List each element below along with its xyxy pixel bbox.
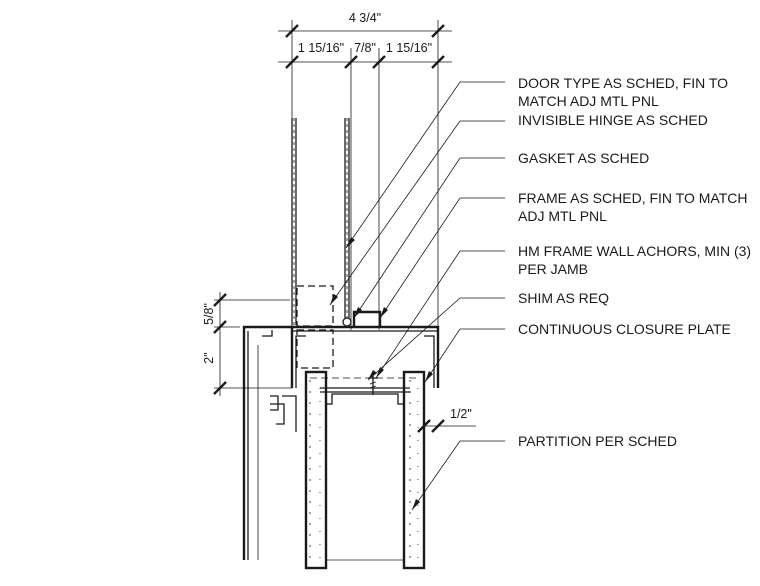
overall-dimension-text: 4 3/4" [349, 11, 381, 25]
gap-dimension: 1/2" [417, 407, 476, 433]
hm-frame [290, 310, 440, 395]
callout-closure-plate-line1: CONTINUOUS CLOSURE PLATE [518, 321, 731, 337]
callout-frame: FRAME AS SCHED, FIN TO MATCH ADJ MTL PNL [518, 190, 747, 224]
vertical-lower-text: 2" [202, 352, 216, 363]
callout-shim: SHIM AS REQ [518, 290, 609, 306]
leader-arrows [330, 237, 433, 510]
callout-door-type-line2: MATCH ADJ MTL PNL [518, 93, 659, 109]
callout-wall-anchors-line1: HM FRAME WALL ACHORS, MIN (3) [518, 243, 751, 259]
door-leaf [291, 118, 350, 325]
leader-lines [329, 81, 505, 511]
gap-dimension-text: 1/2" [450, 407, 472, 421]
callout-wall-anchors-line2: PER JAMB [518, 261, 588, 277]
callout-door-type: DOOR TYPE AS SCHED, FIN TO MATCH ADJ MTL… [518, 75, 728, 109]
callout-closure-plate: CONTINUOUS CLOSURE PLATE [518, 321, 731, 337]
callout-frame-line1: FRAME AS SCHED, FIN TO MATCH [518, 190, 747, 206]
segment-left-text: 1 15/16" [298, 41, 344, 55]
callout-partition-line1: PARTITION PER SCHED [518, 433, 677, 449]
callout-shim-line1: SHIM AS REQ [518, 290, 609, 306]
callout-gasket-line1: GASKET AS SCHED [518, 150, 649, 166]
callout-wall-anchors: HM FRAME WALL ACHORS, MIN (3) PER JAMB [518, 243, 751, 277]
segment-dimensions: 1 15/16" 7/8" 1 15/16" [278, 41, 452, 330]
vertical-upper-text: 5/8" [202, 303, 216, 325]
overall-dimension: 4 3/4" [278, 11, 452, 330]
callout-door-type-line1: DOOR TYPE AS SCHED, FIN TO [518, 75, 728, 91]
partition-right-panel [402, 370, 426, 570]
partition-left-panel [304, 370, 328, 570]
adjacent-metal-panel [242, 325, 297, 560]
callout-partition: PARTITION PER SCHED [518, 433, 677, 449]
callout-gasket: GASKET AS SCHED [518, 150, 649, 166]
vertical-dimensions: 5/8" 2" [202, 292, 292, 396]
partition-stud [326, 393, 404, 561]
segment-mid-text: 7/8" [354, 41, 376, 55]
segment-right-text: 1 15/16" [386, 41, 432, 55]
callout-invisible-hinge: INVISIBLE HINGE AS SCHED [518, 112, 708, 128]
callout-frame-line2: ADJ MTL PNL [518, 208, 607, 224]
callout-invisible-hinge-line1: INVISIBLE HINGE AS SCHED [518, 112, 708, 128]
